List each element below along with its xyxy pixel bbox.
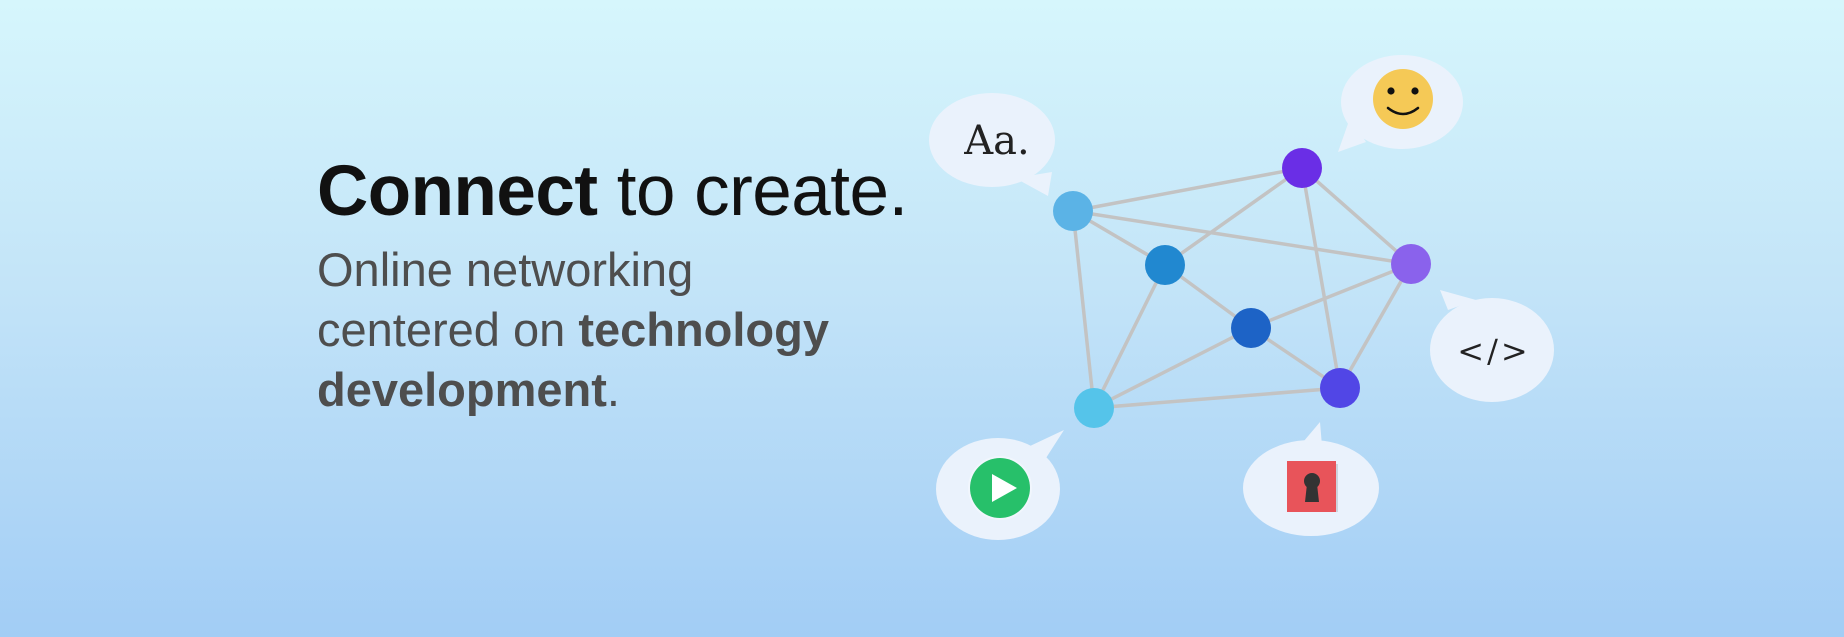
tagline-line3-bold: development [317, 363, 607, 416]
tagline-line3-end: . [606, 363, 620, 416]
code-brackets-icon: </> [1457, 332, 1530, 370]
smiley-face-icon [1373, 69, 1433, 129]
network-node [1320, 368, 1360, 408]
play-bubble [936, 430, 1064, 540]
network-node [1282, 148, 1322, 188]
typography-bubble: Aa. [929, 93, 1055, 196]
tagline: Online networking centered on technology… [317, 240, 917, 420]
tagline-line2-bold: technology [578, 303, 829, 356]
headline-rest: to create. [597, 152, 909, 231]
smiley-bubble [1338, 55, 1463, 152]
tagline-line1: Online networking [317, 243, 694, 296]
play-button-icon [968, 456, 1032, 520]
headline: Connect to create. [317, 150, 917, 234]
network-edges [1071, 166, 1413, 410]
code-bubble: </> [1430, 290, 1554, 402]
network-node [1074, 388, 1114, 428]
hero-text: Connect to create. Online networking cen… [317, 150, 917, 420]
typography-icon: Aa. [963, 118, 1029, 164]
network-node [1145, 245, 1185, 285]
tagline-line2-plain: centered on [317, 303, 579, 356]
lock-bubble [1243, 422, 1379, 536]
network-node [1391, 244, 1431, 284]
network-node [1053, 191, 1093, 231]
keyhole-lock-icon [1287, 461, 1338, 512]
headline-bold: Connect [317, 152, 598, 231]
network-node [1231, 308, 1271, 348]
network-nodes [1053, 148, 1431, 428]
